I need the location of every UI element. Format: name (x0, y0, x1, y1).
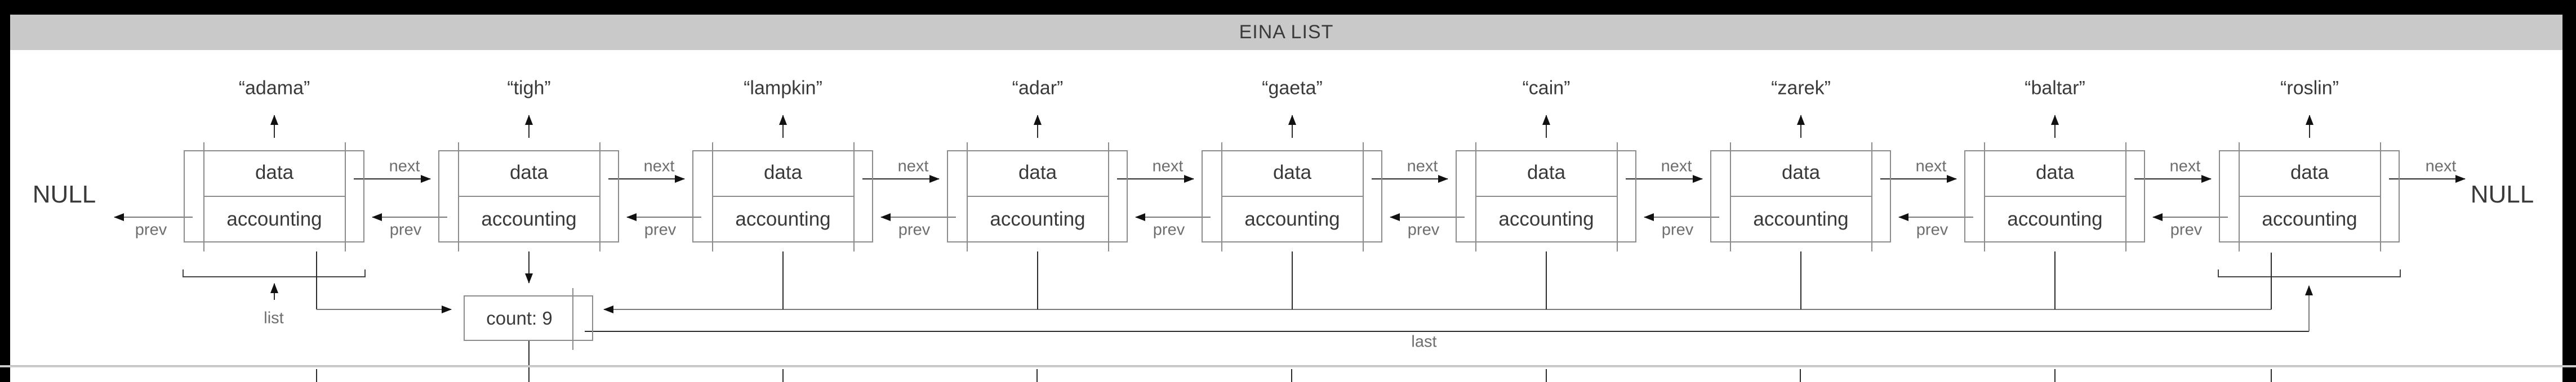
accounting-cell-label: accounting (1753, 208, 1849, 230)
data-cell-label: data (1781, 161, 1821, 183)
accounting-cell-label: accounting (735, 208, 831, 230)
node-inner-line (1871, 142, 1872, 251)
count-box: count: 9 (464, 295, 593, 341)
prev-pointer-label: prev (898, 221, 931, 239)
node-name-label: “adar” (1012, 77, 1064, 99)
node-inner-line (599, 142, 600, 251)
node-group-bracket (2218, 269, 2401, 277)
accounting-cell-label: accounting (226, 208, 322, 230)
node-box (692, 150, 873, 242)
node-field-divider (1984, 196, 2125, 197)
next-pointer-label: next (389, 157, 420, 176)
next-pointer-label: next (1915, 157, 1947, 176)
node-inner-line (967, 142, 968, 251)
node-box (1964, 150, 2145, 242)
next-pointer-label: next (897, 157, 929, 176)
prev-pointer-label: prev (2170, 221, 2203, 239)
prev-pointer-label: prev (135, 221, 167, 239)
node-field-divider (712, 196, 853, 197)
data-cell-label: data (509, 161, 549, 183)
node-inner-line (1617, 142, 1618, 251)
node-box (1202, 150, 1382, 242)
node-field-divider (1730, 196, 1871, 197)
node-group-bracket (183, 269, 366, 277)
accounting-cell-label: accounting (990, 208, 1085, 230)
count-value: count: 9 (486, 307, 553, 329)
next-pointer-label: next (2425, 157, 2457, 176)
data-cell-label: data (2035, 161, 2075, 183)
next-pointer-label: next (2169, 157, 2201, 176)
next-pointer-label: next (1661, 157, 1692, 176)
node-inner-line (1730, 142, 1731, 251)
node-name-label: “roslin” (2280, 77, 2339, 99)
data-cell-label: data (255, 161, 294, 183)
node-inner-line (712, 142, 713, 251)
node-box (438, 150, 619, 242)
node-field-divider (967, 196, 1108, 197)
data-cell-label: data (1273, 161, 1312, 183)
accounting-cell-label: accounting (2007, 208, 2103, 230)
accounting-cell-label: accounting (2262, 208, 2357, 230)
prev-pointer-label: prev (389, 221, 422, 239)
data-cell-label: data (2290, 161, 2329, 183)
node-inner-line (1984, 142, 1985, 251)
last-pointer-label: last (1411, 332, 1437, 351)
accounting-cell-label: accounting (1244, 208, 1340, 230)
accounting-cell-label: accounting (481, 208, 577, 230)
data-cell-label: data (763, 161, 803, 183)
node-inner-line (1108, 142, 1109, 251)
node-inner-line (1221, 142, 1222, 251)
node-inner-line (2380, 142, 2381, 251)
node-field-divider (203, 196, 345, 197)
node-inner-line (1363, 142, 1364, 251)
node-name-label: “adama” (238, 77, 310, 99)
diagram-title: EINA LIST (1239, 21, 1334, 43)
node-box (2219, 150, 2400, 242)
null-terminal-left: NULL (32, 181, 96, 208)
node-inner-line (2239, 142, 2240, 251)
node-box (1456, 150, 1636, 242)
node-box (184, 150, 364, 242)
node-name-label: “lampkin” (744, 77, 822, 99)
diagram-canvas: EINA LIST (10, 15, 2562, 382)
node-box (1710, 150, 1891, 242)
node-name-label: “baltar” (2025, 77, 2085, 99)
node-name-label: “tigh” (507, 77, 551, 99)
node-field-divider (458, 196, 599, 197)
prev-pointer-label: prev (1661, 221, 1694, 239)
next-pointer-label: next (1152, 157, 1184, 176)
list-pointer-label: list (264, 309, 284, 327)
title-bar: EINA LIST (10, 15, 2562, 50)
next-pointer-label: next (643, 157, 675, 176)
node-inner-line (345, 142, 346, 251)
node-name-label: “zarek” (1771, 77, 1831, 99)
node-inner-line (2125, 142, 2126, 251)
next-pointer-label: next (1407, 157, 1438, 176)
prev-pointer-label: prev (1153, 221, 1185, 239)
prev-pointer-label: prev (1916, 221, 1948, 239)
node-inner-line (1475, 142, 1476, 251)
data-cell-label: data (1018, 161, 1057, 183)
node-field-divider (1475, 196, 1617, 197)
prev-pointer-label: prev (644, 221, 677, 239)
node-box (947, 150, 1128, 242)
node-inner-line (458, 142, 459, 251)
node-field-divider (2239, 196, 2380, 197)
node-name-label: “gaeta” (1262, 77, 1323, 99)
null-terminal-right: NULL (2470, 181, 2534, 208)
node-name-label: “cain” (1522, 77, 1570, 99)
node-field-divider (1221, 196, 1363, 197)
accounting-cell-label: accounting (1498, 208, 1594, 230)
prev-pointer-label: prev (1407, 221, 1440, 239)
section-divider-groove (0, 365, 2576, 367)
node-inner-line (203, 142, 204, 251)
data-cell-label: data (1527, 161, 1566, 183)
node-inner-line (853, 142, 855, 251)
